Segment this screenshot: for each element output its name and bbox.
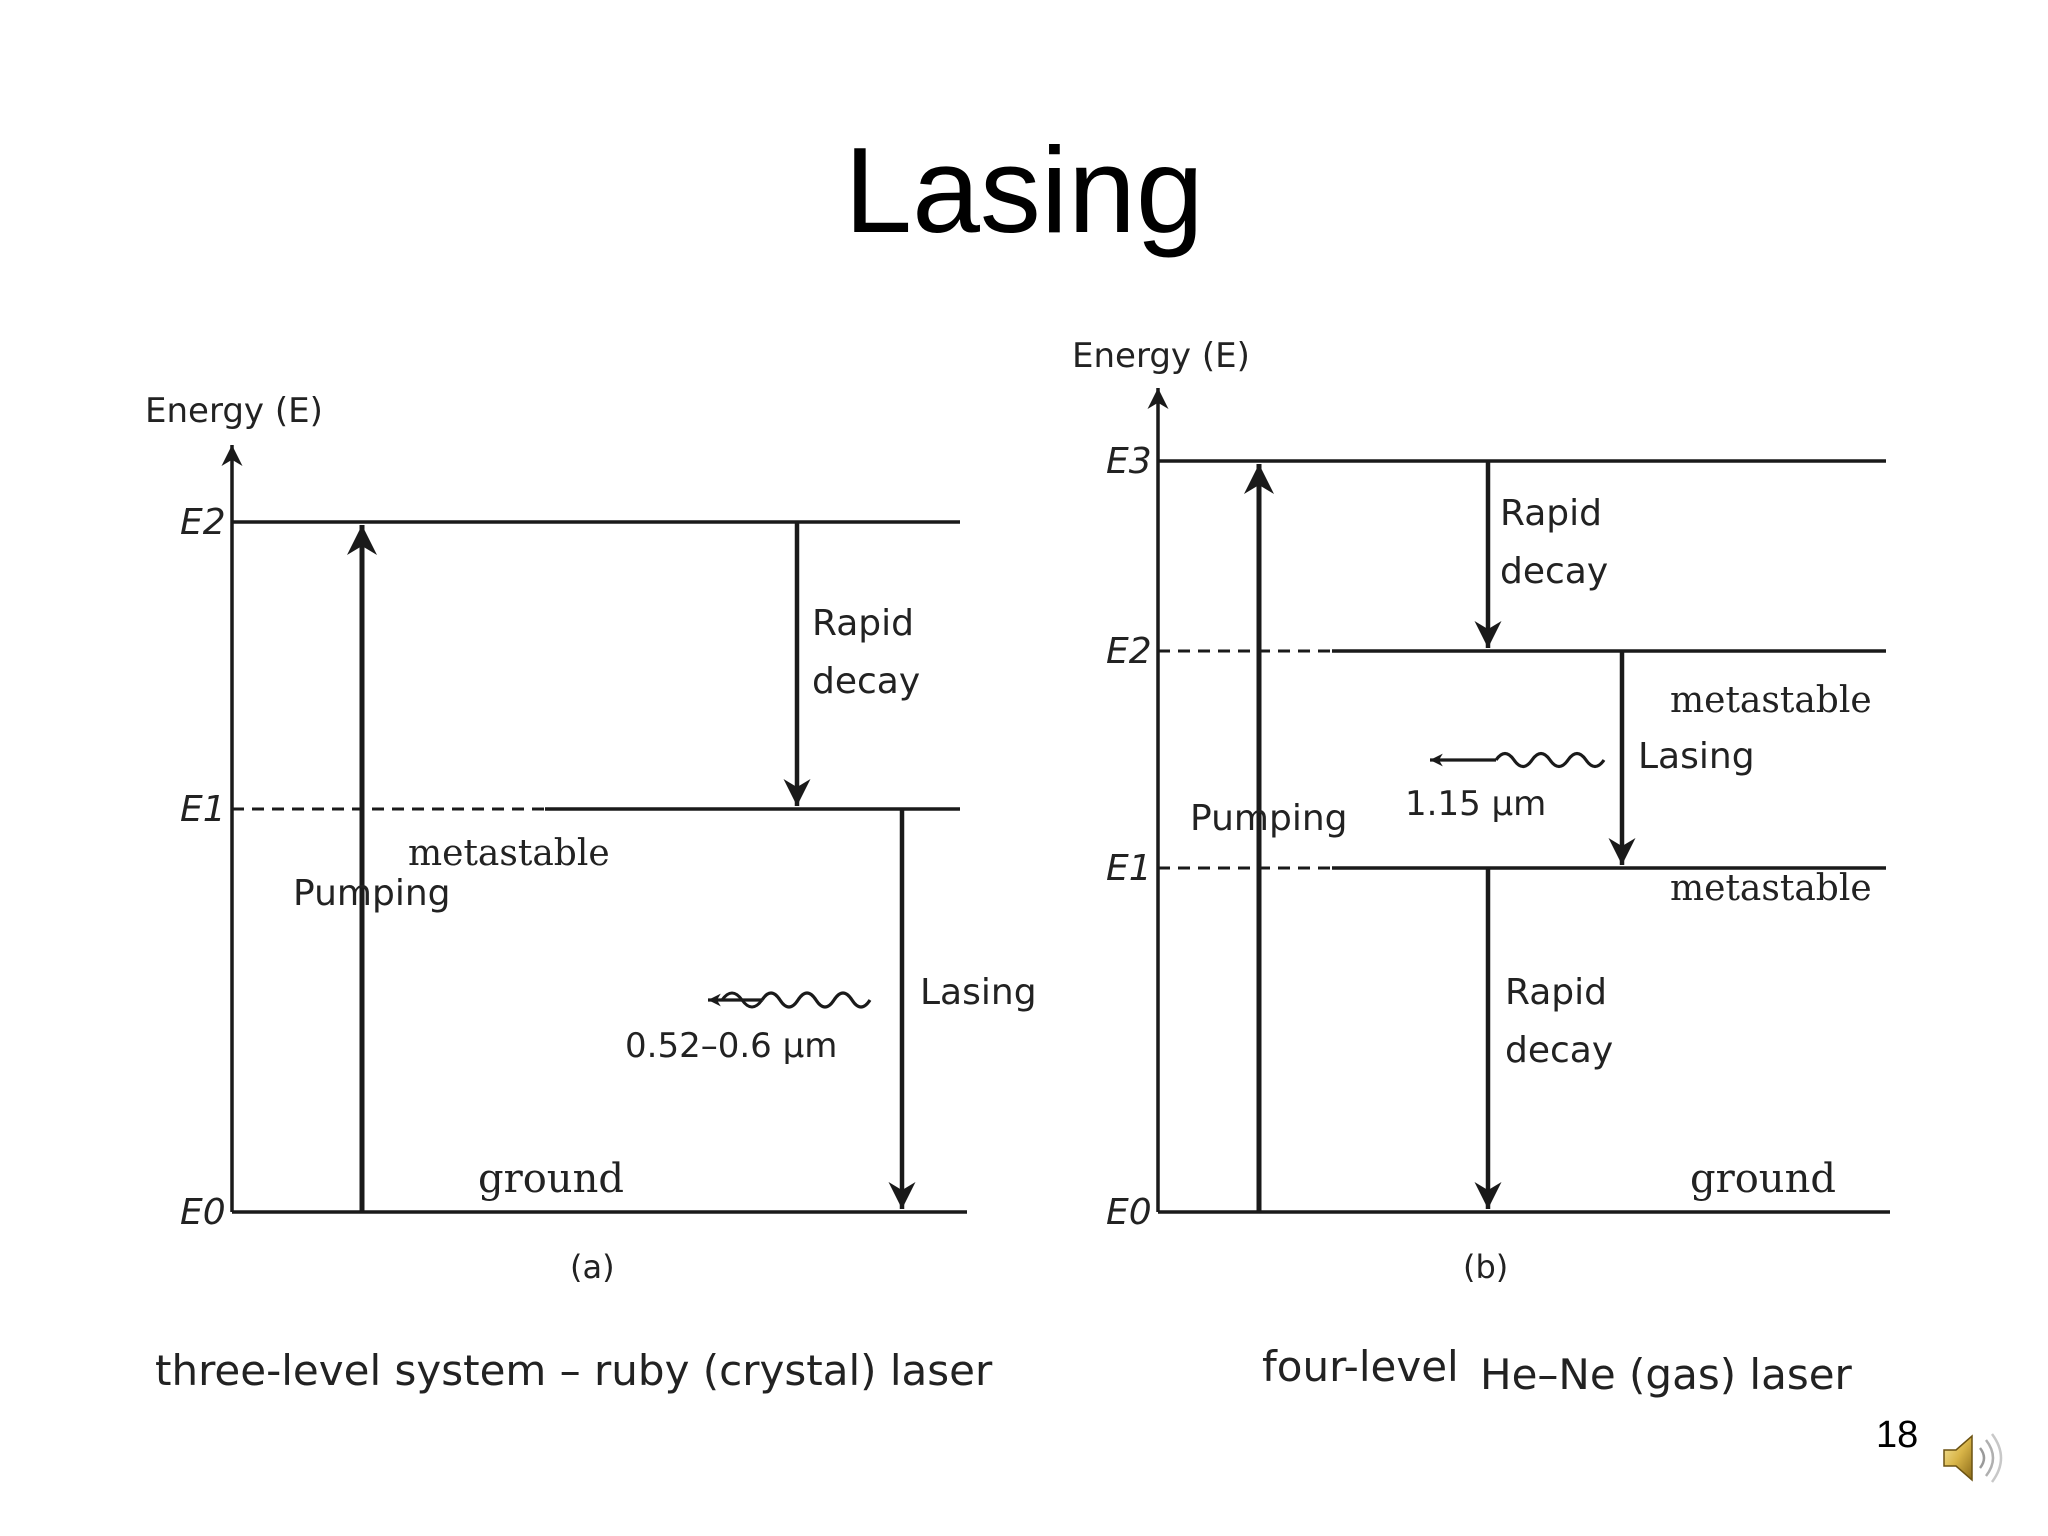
wavelength-label-b: 1.15 µm: [1405, 784, 1546, 824]
panel-label-a: (a): [570, 1248, 615, 1286]
panel-label-b: (b): [1463, 1248, 1508, 1286]
level-e0-label-b: E0: [1106, 1192, 1152, 1233]
page-number: 18: [1876, 1414, 1919, 1456]
metastable-label-a: metastable: [408, 833, 610, 874]
photon-wave-a: [760, 991, 872, 1009]
ground-label-b: ground: [1690, 1156, 1836, 1202]
level-e2-label-b: E2: [1106, 631, 1152, 672]
wavelength-label-a: 0.52–0.6 µm: [625, 1026, 837, 1066]
pumping-label-b: Pumping: [1190, 798, 1347, 839]
level-e0-label-a: E0: [180, 1192, 226, 1233]
diagram-a: Energy (E) E2 E1 E0 Pumping Rapid decay …: [145, 391, 1037, 1286]
energy-axis-label-a: Energy (E): [145, 391, 323, 431]
metastable-lower-label-b: metastable: [1670, 868, 1872, 909]
caption-b-part1: four-level: [1262, 1342, 1459, 1391]
decay-bottom-label-b: decay: [1505, 1030, 1613, 1071]
lasing-label-b: Lasing: [1638, 736, 1755, 777]
decay-top-label-b: decay: [1500, 551, 1608, 592]
level-e3-label-b: E3: [1106, 441, 1152, 482]
level-e2-label-a: E2: [180, 502, 226, 543]
ground-label-a: ground: [478, 1156, 624, 1202]
rapid-bottom-label-b: Rapid: [1505, 972, 1607, 1013]
metastable-upper-label-b: metastable: [1670, 680, 1872, 721]
decay-label-a: decay: [812, 661, 920, 702]
caption-b-part2: He–Ne (gas) laser: [1480, 1350, 1852, 1399]
level-e1-label-a: E1: [180, 789, 226, 830]
level-e1-label-b: E1: [1106, 848, 1152, 889]
caption-a: three-level system – ruby (crystal) lase…: [155, 1346, 993, 1395]
diagram-b: Energy (E) E3 E2 E1 E0 Pumping Rapid dec…: [1072, 336, 1890, 1286]
photon-wave-b: [1494, 751, 1606, 769]
slide-title: Lasing: [844, 122, 1204, 258]
pumping-label-a: Pumping: [293, 873, 450, 914]
rapid-top-label-b: Rapid: [1500, 493, 1602, 534]
rapid-label-a: Rapid: [812, 603, 914, 644]
lasing-label-a: Lasing: [920, 972, 1037, 1013]
speaker-icon[interactable]: [1936, 1426, 2006, 1490]
energy-axis-label-b: Energy (E): [1072, 336, 1250, 376]
